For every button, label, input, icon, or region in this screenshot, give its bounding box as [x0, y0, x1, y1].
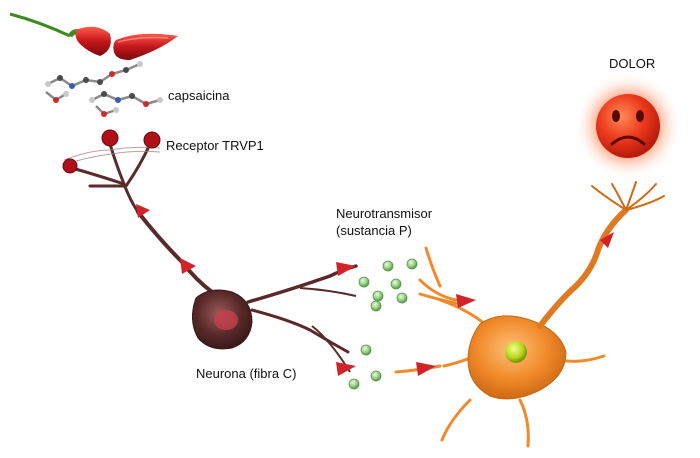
signal-arrows-spinal	[416, 232, 614, 376]
neurotransmitter-vesicles	[348, 258, 418, 390]
neurotransmitter-label: Neurotransmisor	[336, 206, 433, 221]
signal-arrows-sensory	[136, 204, 356, 376]
pain-label: DOLOR	[609, 56, 656, 71]
receptor-label: Receptor TRVP1	[166, 138, 264, 153]
molecule-icon	[45, 61, 163, 117]
capsaicin-label: capsaicina	[168, 88, 230, 103]
sad-face-icon	[574, 72, 682, 180]
sensory-neuron	[63, 142, 358, 373]
spinal-neuron	[394, 181, 665, 448]
chili-pepper-icon	[9, 12, 178, 60]
neuron-label: Neurona (fibra C)	[196, 366, 297, 381]
receptor-trvp1	[62, 129, 161, 174]
neurotransmitter-sublabel: (sustancia P)	[336, 223, 412, 238]
